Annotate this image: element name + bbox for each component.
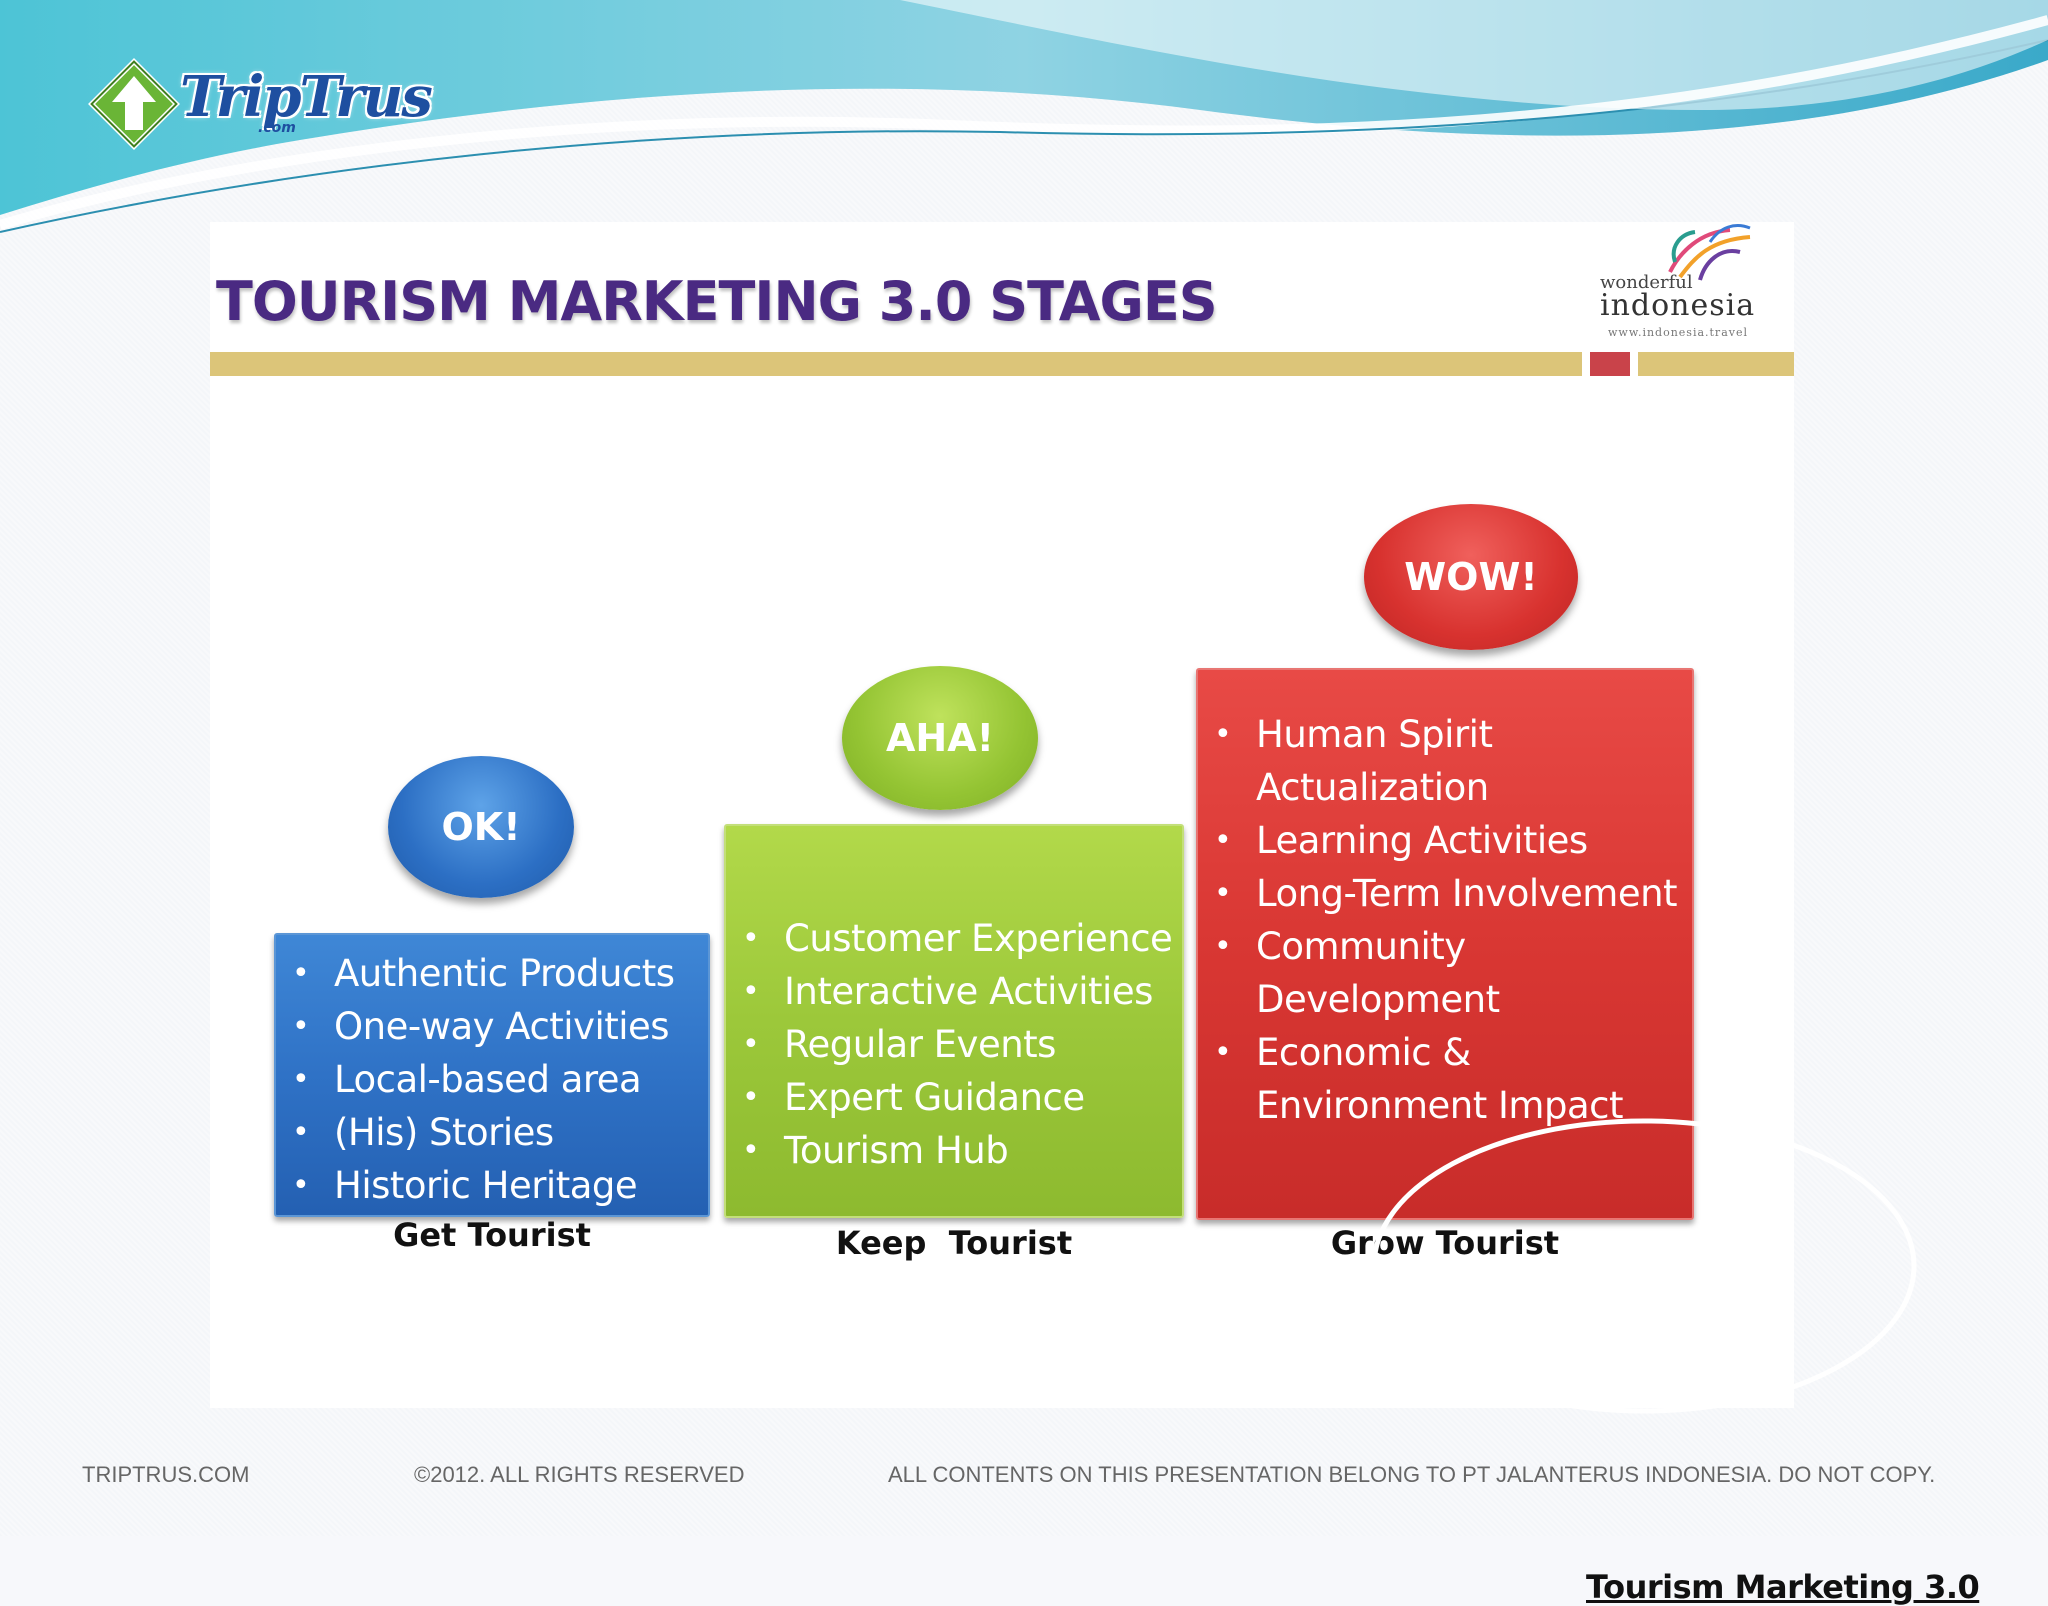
footer-notice: ALL CONTENTS ON THIS PRESENTATION BELONG… <box>888 1462 1936 1487</box>
list-item: Long-Term Involvement <box>1208 867 1692 920</box>
header-wave-decoration <box>0 0 2048 233</box>
list-item: Community <box>1208 920 1692 973</box>
footer-copyright: ©2012. ALL RIGHTS RESERVED <box>414 1462 745 1487</box>
stage-box-grow-tourist: Human Spirit Actualization Learning Acti… <box>1196 668 1694 1220</box>
source-caption: Tourism Marketing 3.0 <box>1586 1568 1980 1606</box>
partner-logo-line1: wonderful <box>1600 272 1693 293</box>
bird-icon <box>1668 224 1751 281</box>
stage-badge-wow: WOW! <box>1364 504 1578 650</box>
partner-logo-url: www.indonesia.travel <box>1608 326 1748 339</box>
stage-box-keep-tourist: Customer Experience Interactive Activiti… <box>724 824 1184 1218</box>
wonderful-indonesia-logo: wonderful indonesia www.indonesia.travel <box>1600 222 1780 342</box>
logo-wordmark: TripTrus <box>180 64 433 130</box>
list-item: Authentic Products <box>286 947 708 1000</box>
list-item: Interactive Activities <box>736 965 1182 1018</box>
list-item: Tourism Hub <box>736 1124 1182 1177</box>
list-item: (His) Stories <box>286 1106 708 1159</box>
logo-suffix: .com <box>258 120 296 136</box>
partner-logo-line2: indonesia <box>1600 288 1756 323</box>
list-item: Expert Guidance <box>736 1071 1182 1124</box>
highlight-circle-annotation <box>1371 1118 1917 1414</box>
list-item-continuation: Development <box>1256 978 1500 1021</box>
title-underline-bar-right <box>1638 352 1794 376</box>
stage-label-get-tourist: Get Tourist <box>393 1216 591 1254</box>
stage-items-get-tourist: Authentic Products One-way Activities Lo… <box>286 947 708 1212</box>
stage-badge-ok: OK! <box>388 756 574 898</box>
triptrus-logo[interactable]: TripTrus .com <box>86 56 433 156</box>
list-item: Human Spirit <box>1208 708 1692 761</box>
slide-title: TOURISM MARKETING 3.0 STAGES <box>216 270 1218 333</box>
title-underline-bar <box>210 352 1582 376</box>
stage-items-grow-tourist: Human Spirit Actualization Learning Acti… <box>1208 708 1692 1132</box>
up-arrow-icon <box>88 58 180 150</box>
list-item-continuation: Environment Impact <box>1256 1084 1623 1127</box>
list-item: Learning Activities <box>1208 814 1692 867</box>
list-item: Historic Heritage <box>286 1159 708 1212</box>
slide-content: TOURISM MARKETING 3.0 STAGES wonderful i… <box>210 222 1980 1606</box>
stage-box-get-tourist: Authentic Products One-way Activities Lo… <box>274 933 710 1217</box>
stage-label-grow-tourist: Grow Tourist <box>1330 1224 1560 1262</box>
stage-items-keep-tourist: Customer Experience Interactive Activiti… <box>736 912 1182 1177</box>
list-item: Local-based area <box>286 1053 708 1106</box>
list-item-continuation: Actualization <box>1256 766 1489 809</box>
stage-label-keep-tourist: Keep Tourist <box>835 1224 1073 1262</box>
list-item: Customer Experience <box>736 912 1182 965</box>
title-accent-block <box>1590 352 1630 376</box>
footer-site: TRIPTRUS.COM <box>82 1462 250 1487</box>
stage-badge-aha: AHA! <box>842 666 1038 810</box>
list-item: Economic & <box>1208 1026 1692 1079</box>
list-item: Regular Events <box>736 1018 1182 1071</box>
list-item: One-way Activities <box>286 1000 708 1053</box>
